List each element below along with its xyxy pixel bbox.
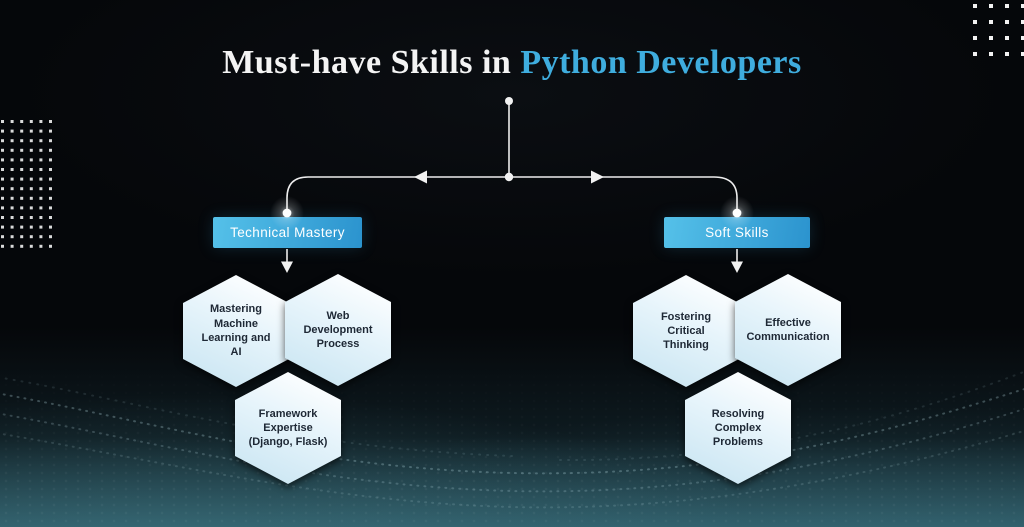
branch-label: Soft Skills <box>705 225 769 240</box>
branch-label: Technical Mastery <box>230 225 345 240</box>
trunk-junction-dot <box>504 172 514 182</box>
hex-label: Effective Communication <box>746 316 830 343</box>
hex-skill-framework-expertise: Framework Expertise (Django, Flask) <box>235 372 341 484</box>
wave-dot-texture <box>0 357 1024 527</box>
dots-pattern-left <box>1 120 4 123</box>
dots-pattern-top-right <box>973 4 977 8</box>
title-prefix: Must-have Skills in <box>222 44 512 81</box>
branch-rail <box>286 176 738 213</box>
hex-skill-critical-thinking: Fostering Critical Thinking <box>633 275 739 387</box>
trunk-top-dot <box>505 97 513 105</box>
hexagon-shape: Mastering Machine Learning and AI <box>183 275 289 387</box>
hexagon-shape: Fostering Critical Thinking <box>633 275 739 387</box>
wave-background <box>0 327 1024 527</box>
hexagon-shape: Web Development Process <box>285 274 391 386</box>
arrow-right-icon <box>591 170 604 184</box>
hex-label: Fostering Critical Thinking <box>660 310 712 352</box>
hex-skill-effective-communication: Effective Communication <box>735 274 841 386</box>
arrow-down-left-icon <box>281 261 293 273</box>
hexagon-shape: Effective Communication <box>735 274 841 386</box>
arrow-left-icon <box>414 170 427 184</box>
hex-skill-web-development: Web Development Process <box>285 274 391 386</box>
hex-skill-resolving-problems: Resolving Complex Problems <box>685 372 791 484</box>
arrow-down-right-icon <box>731 261 743 273</box>
page-title: Must-have Skills in Python Developers <box>0 44 1024 82</box>
branch-technical-mastery: Technical Mastery <box>213 217 362 248</box>
hex-label: Web Development Process <box>303 309 373 351</box>
hex-skill-mastering-ml-ai: Mastering Machine Learning and AI <box>183 275 289 387</box>
hexagon-shape: Resolving Complex Problems <box>685 372 791 484</box>
hex-label: Mastering Machine Learning and AI <box>201 303 271 359</box>
branch-soft-skills: Soft Skills <box>664 217 810 248</box>
title-highlight: Python Developers <box>520 44 802 81</box>
hex-label: Framework Expertise (Django, Flask) <box>248 407 328 449</box>
hexagon-shape: Framework Expertise (Django, Flask) <box>235 372 341 484</box>
hex-label: Resolving Complex Problems <box>711 407 765 449</box>
